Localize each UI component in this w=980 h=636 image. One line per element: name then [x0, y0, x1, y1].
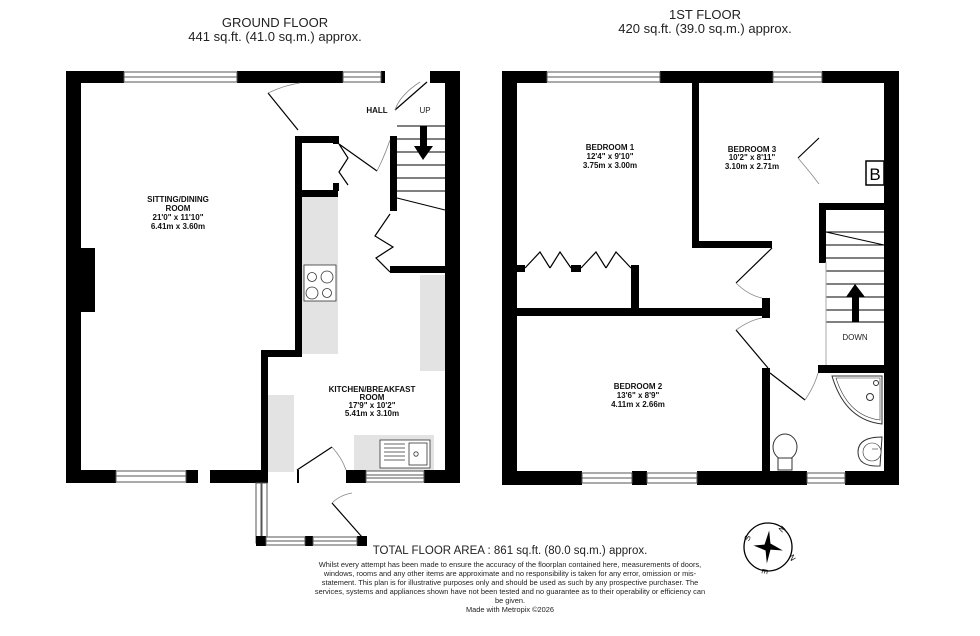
first-floor-title: 1ST FLOOR 420 sq.ft. (39.0 sq.m.) approx… — [580, 8, 830, 36]
ground-floor-area: 441 sq.ft. (41.0 sq.m.) approx. — [188, 29, 362, 44]
bedroom-2-metric: 4.11m x 2.66m — [611, 400, 665, 409]
ground-floor-walls — [66, 71, 460, 483]
stairs-up-arrow-shaft — [420, 126, 427, 146]
kitchen-label: KITCHEN/BREAKFAST — [329, 385, 416, 394]
toilet-icon — [772, 433, 798, 471]
stairs-down — [825, 231, 885, 365]
ground-floor-labels: SITTING/DINING ROOM 21'0" x 11'10" 6.41m… — [147, 106, 430, 418]
kitchen-metric: 5.41m x 3.10m — [345, 409, 399, 418]
ground-floor-plan: SITTING/DINING ROOM 21'0" x 11'10" 6.41m… — [66, 71, 460, 546]
bedroom-1-label: BEDROOM 1 — [586, 143, 635, 152]
porch — [255, 482, 367, 546]
kitchen-imperial: 17'9" x 10'2" — [349, 401, 396, 410]
first-floor-doors — [524, 137, 820, 401]
bedroom-2-label: BEDROOM 2 — [614, 382, 663, 391]
first-floor-windows — [546, 71, 846, 484]
hall-label: HALL — [366, 106, 387, 115]
footer: TOTAL FLOOR AREA : 861 sq.ft. (80.0 sq.m… — [310, 545, 710, 614]
first-floor-walls — [502, 71, 899, 485]
stairs-up — [396, 125, 446, 211]
compass-e-n: N — [787, 553, 798, 563]
first-floor-labels: BEDROOM 1 12'4" x 9'10" 3.75m x 3.00m BE… — [583, 143, 868, 409]
boiler-icon: B — [865, 160, 885, 186]
ground-floor-title: GROUND FLOOR 441 sq.ft. (41.0 sq.m.) app… — [150, 16, 400, 44]
compass-icon: N N S E — [743, 522, 798, 575]
arrow-down-icon — [414, 146, 433, 160]
stairs-down-arrow-shaft — [852, 295, 859, 322]
bedroom-3-imperial: 10'2" x 8'11" — [729, 153, 776, 162]
sitting-dining-room-label-2: ROOM — [166, 204, 191, 213]
compass-e: E — [760, 568, 770, 575]
sitting-dining-room-label: SITTING/DINING — [147, 195, 209, 204]
disclaimer: Whilst every attempt has been made to en… — [314, 560, 706, 605]
sitting-dining-room-imperial: 21'0" x 11'10" — [153, 213, 204, 222]
first-floor-area: 420 sq.ft. (39.0 sq.m.) approx. — [618, 21, 792, 36]
kitchen-counters — [267, 196, 445, 473]
bedroom-2-imperial: 13'6" x 8'9" — [617, 391, 660, 400]
compass-s: S — [743, 534, 753, 542]
ground-floor-windows — [115, 71, 425, 483]
shower-icon — [831, 375, 883, 425]
bedroom-1-metric: 3.75m x 3.00m — [583, 161, 637, 170]
bedroom-1-imperial: 12'4" x 9'10" — [587, 152, 634, 161]
ground-floor-doors — [267, 81, 428, 538]
hob-icon — [303, 264, 337, 302]
bedroom-3-label: BEDROOM 3 — [728, 145, 777, 154]
bedroom-3-metric: 3.10m x 2.71m — [725, 162, 779, 171]
stairs-up-label: UP — [419, 106, 430, 115]
kitchen-label-2: ROOM — [360, 393, 385, 402]
stairs-down-label: DOWN — [842, 333, 868, 342]
basin-icon — [857, 436, 883, 467]
total-floor-area: TOTAL FLOOR AREA : 861 sq.ft. (80.0 sq.m… — [372, 545, 648, 557]
ground-floor-name: GROUND FLOOR — [221, 15, 329, 30]
made-with-credit: Made with Metropix ©2026 — [465, 605, 555, 614]
compass-n: N — [777, 524, 788, 535]
boiler-label: B — [869, 165, 880, 184]
first-floor-name: 1ST FLOOR — [668, 7, 741, 22]
first-floor-plan: B BEDROOM 1 12'4" x 9'10" 3.75m x 3.00m … — [502, 71, 899, 485]
arrow-up-icon — [846, 284, 865, 297]
sitting-dining-room-metric: 6.41m x 3.60m — [151, 222, 205, 231]
sink-icon — [379, 439, 431, 469]
